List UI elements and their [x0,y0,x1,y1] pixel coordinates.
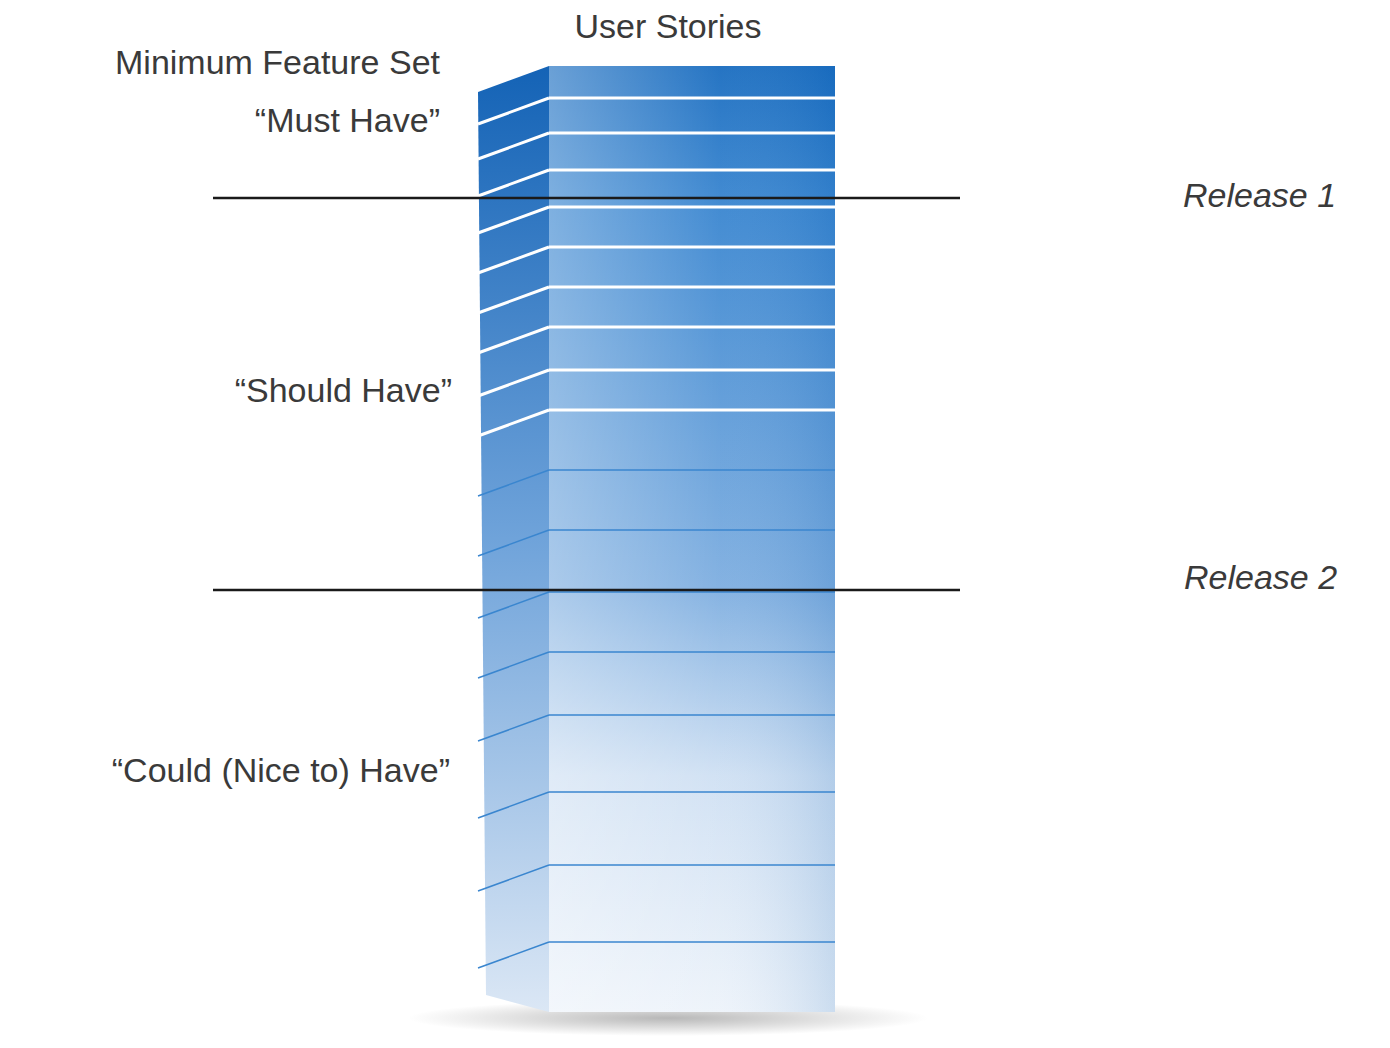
release-label: Release 2 [1184,548,1384,606]
slice-line [549,591,835,593]
slice-line [549,132,835,135]
user-story-stack: User Stories [500,4,836,48]
priority-label: Minimum Feature Set “Must Have” [50,33,440,149]
priority-label: “Could (Nice to) Have” [110,741,450,799]
slice-line [478,470,549,496]
slice-line [549,97,835,100]
slice-line [549,286,835,289]
slice-line [549,651,835,653]
slice-line [478,942,549,968]
slice-line [478,327,549,353]
slice-line [549,529,835,531]
slice-line [478,410,549,436]
slice-line [478,170,549,196]
release-label: Release 1 [1183,166,1383,224]
slice-line [549,469,835,471]
slice-line [478,133,549,159]
slice-line [478,370,549,396]
slice-line [549,169,835,172]
slice-line [478,715,549,741]
slice-line [549,369,835,372]
stack-heading: User Stories [500,4,836,48]
slice-line [549,246,835,249]
slice-line [549,409,835,412]
slice-line [478,592,549,618]
slice-line [478,530,549,556]
slice-line [478,792,549,818]
slice-line [549,206,835,209]
slice-line [549,864,835,866]
slice-line [549,791,835,793]
slice-line [549,941,835,943]
priority-label: “Should Have” [132,361,452,419]
slice-line [478,247,549,273]
slice-line [549,326,835,329]
slice-line [478,207,549,233]
slice-line [478,865,549,891]
slice-line [549,714,835,716]
slice-line [478,287,549,313]
slice-line [478,652,549,678]
slice-line [478,98,549,124]
